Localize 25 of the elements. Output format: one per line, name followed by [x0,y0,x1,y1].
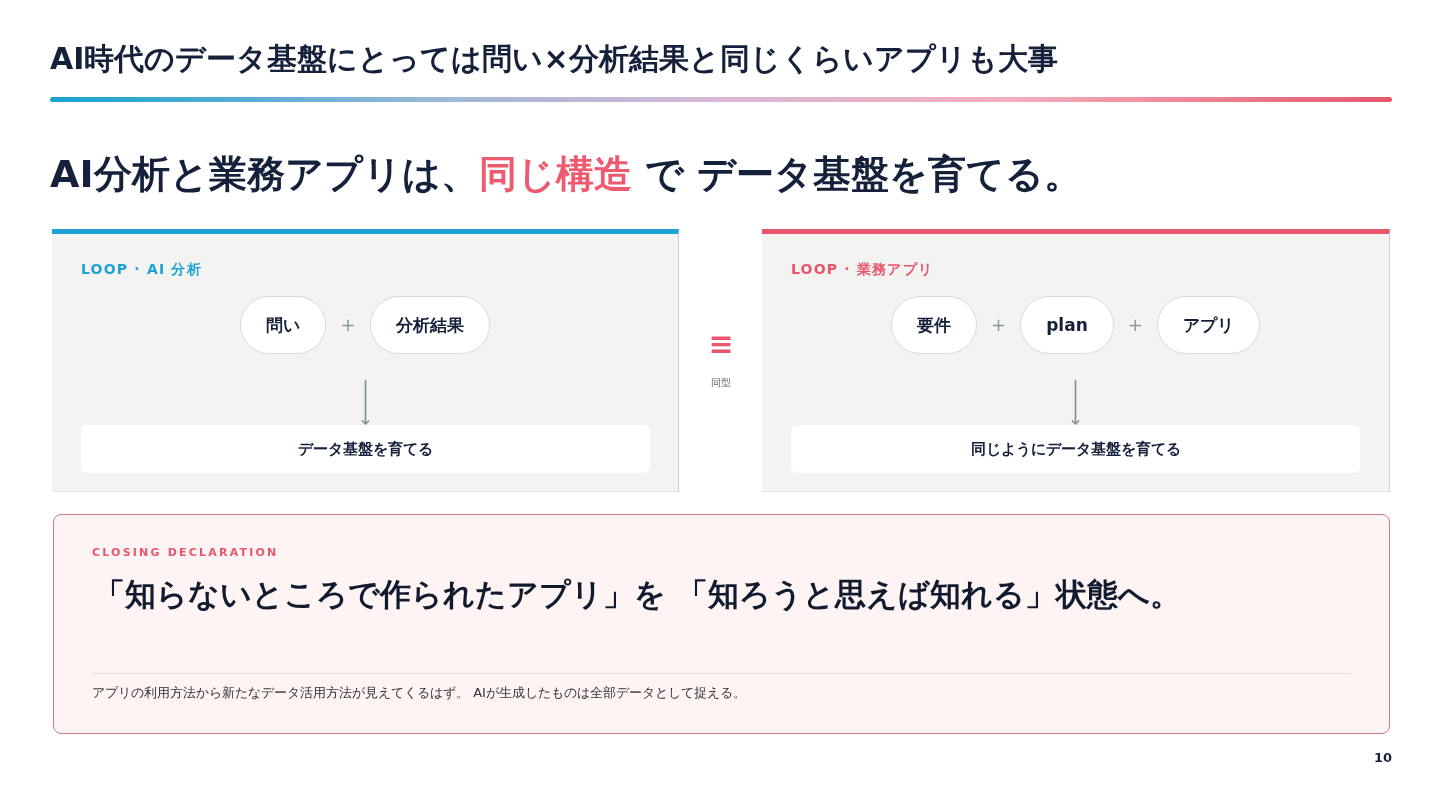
note-text: アプリの利用方法から新たなデータ活用方法が見えてくるはず。 AIが生成したものは全部データとして捉える。 [92,684,746,702]
sign-caption: 同型 [710,376,732,390]
page-number: 10 [1372,749,1392,767]
declaration-text: 「知らないところで作られたアプリ」を 「知ろうと思えば知れる」状態へ。 [94,575,1181,614]
slide-subtitle: AI分析と業務アプリは、同じ構造 で データ基盤を育てる。 [50,151,1083,198]
term-chip: plan [1020,296,1114,354]
term-chip: 要件 [891,296,978,354]
outcome-card: データ基盤を育てる [81,425,650,473]
term-chip: 分析結果 [369,296,490,354]
plus-sign: + [340,314,356,336]
outcome-card: 同じようにデータ基盤を育てる [791,425,1360,473]
arrow [361,379,370,425]
panel-heading: LOOP · 業務アプリ [791,260,933,279]
declaration-card [53,514,1390,734]
arrow [1071,379,1080,425]
equivalence-sign: ≡ [707,326,735,362]
eyebrow-label: CLOSING DECLARATION [92,545,279,561]
slide-title: AI時代のデータ基盤にとっては問い×分析結果と同じくらいアプリも大事 [50,40,1058,78]
term-chip: アプリ [1156,296,1260,354]
plus-sign: + [991,314,1007,336]
loop-panel [762,229,1390,492]
plus-sign: + [1127,314,1143,336]
term-chip: 問い [240,296,327,354]
panel-heading: LOOP · AI 分析 [81,260,202,279]
loop-panel [52,229,679,492]
